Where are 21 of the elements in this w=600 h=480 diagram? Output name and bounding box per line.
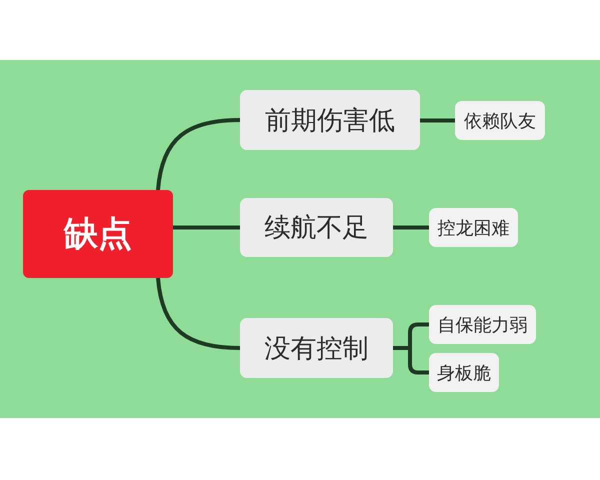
topic-box [240, 318, 393, 378]
topic-text: 前期伤害低 [265, 104, 395, 138]
subtopic-box [455, 101, 545, 140]
topic-text: 没有控制 [264, 332, 368, 366]
subtopic-text: 自保能力弱 [438, 314, 528, 336]
root-topic-box [23, 190, 173, 278]
subtopic-box [429, 353, 499, 392]
subtopic-box [429, 208, 518, 247]
subtopic-text: 依赖队友 [464, 110, 536, 132]
subtopic-box [429, 305, 536, 344]
connector-line [393, 226, 429, 230]
subtopic-text: 控龙困难 [438, 216, 510, 240]
topic-box [240, 198, 393, 257]
connector-line [420, 118, 455, 122]
root-topic-text: 缺点 [64, 213, 132, 256]
connector-line [156, 278, 240, 350]
topic-box [240, 90, 420, 150]
topic-text: 续航不足 [264, 212, 368, 245]
connector-line [173, 226, 240, 230]
subtopic-text: 身板脆 [437, 362, 491, 384]
connector-line [156, 118, 240, 190]
